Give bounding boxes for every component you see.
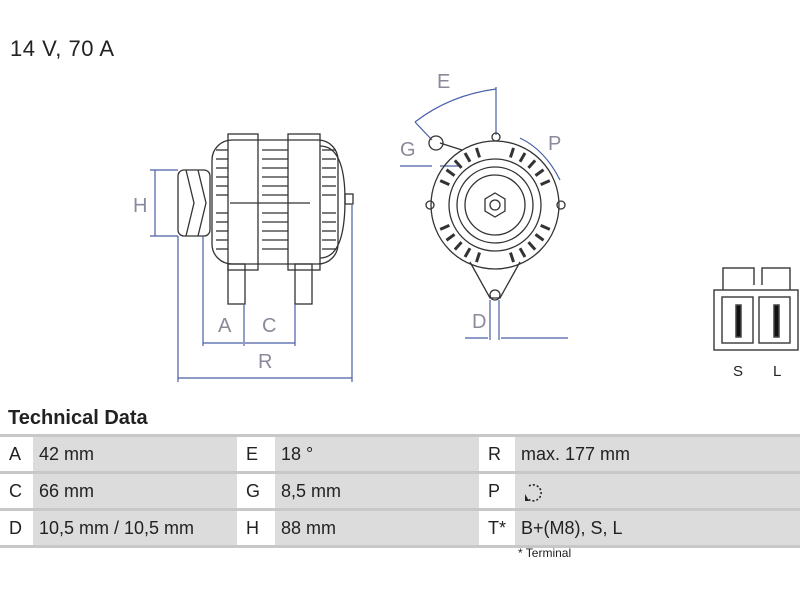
technical-data-table: A 42 mm E 18 ° R max. 177 mm C 66 mm G 8…	[0, 434, 800, 548]
cooling-slot	[439, 223, 450, 231]
cooling-slot	[463, 152, 472, 163]
spec-value: 42 mm	[33, 437, 237, 471]
cooling-slot	[509, 252, 515, 263]
dim-label-r: R	[258, 351, 272, 373]
dim-label-c: C	[262, 315, 276, 337]
spec-key: A	[0, 437, 33, 471]
terminal-stud	[344, 193, 354, 205]
clockwise-rotation-icon	[525, 484, 542, 502]
pulley-grooves	[185, 169, 207, 237]
spec-value: B+(M8), S, L	[515, 511, 800, 545]
spec-key: G	[237, 474, 275, 508]
cooling-slot	[475, 252, 481, 263]
cooling-slots	[439, 147, 551, 263]
cooling-slot	[445, 168, 456, 177]
end-view	[425, 132, 566, 301]
spec-value	[515, 474, 800, 508]
dimension-lines	[150, 87, 568, 382]
connector-diagram	[713, 267, 799, 351]
cooling-slot	[453, 159, 463, 169]
dim-arc-e	[414, 88, 497, 123]
dimension-labels: A C R H E G P D	[133, 71, 561, 373]
connector-housing	[713, 289, 799, 351]
front-housing	[227, 133, 259, 271]
cooling-slot	[445, 233, 456, 242]
spec-key: E	[237, 437, 275, 471]
spec-value: 66 mm	[33, 474, 237, 508]
cooling-slot	[463, 247, 472, 258]
cooling-slot	[534, 168, 545, 177]
dim-label-e: E	[437, 71, 450, 93]
end-housing	[430, 140, 560, 270]
spec-key: H	[237, 511, 275, 545]
cooling-slot	[527, 241, 537, 251]
cooling-slot	[527, 159, 537, 169]
spec-value: max. 177 mm	[515, 437, 800, 471]
rear-foot	[294, 263, 313, 305]
cooling-slot	[540, 223, 551, 231]
spec-key: D	[0, 511, 33, 545]
spec-key: T*	[479, 511, 515, 545]
spec-key: R	[479, 437, 515, 471]
connector-label-s: S	[733, 363, 743, 380]
side-view	[177, 133, 354, 305]
table-row: A 42 mm E 18 ° R max. 177 mm	[0, 437, 800, 474]
dim-label-g: G	[400, 139, 416, 161]
dim-label-a: A	[218, 315, 232, 337]
cooling-fins	[216, 149, 336, 250]
dim-label-d: D	[472, 311, 486, 333]
spec-key: P	[479, 474, 515, 508]
alternator-body	[211, 139, 339, 265]
connector-label-l: L	[773, 363, 781, 380]
alternator-drawing: A C R H E G P D S L	[133, 71, 799, 382]
spec-value: 18 °	[275, 437, 479, 471]
shaft-nut	[484, 192, 506, 218]
dim-label-h: H	[133, 195, 147, 217]
rear-housing	[287, 133, 321, 271]
product-title: 14 V, 70 A	[10, 36, 115, 61]
rear-cover	[319, 145, 346, 259]
mount-hole-top	[428, 135, 444, 151]
footnote: * Terminal	[518, 546, 572, 560]
table-row: D 10,5 mm / 10,5 mm H 88 mm T* B+(M8), S…	[0, 511, 800, 548]
cooling-slot	[475, 147, 481, 158]
spec-value: 8,5 mm	[275, 474, 479, 508]
dim-label-p: P	[548, 133, 561, 155]
table-row: C 66 mm G 8,5 mm P	[0, 474, 800, 511]
cooling-slot	[509, 147, 515, 158]
cooling-slot	[518, 247, 527, 258]
mount-hole-bottom	[489, 289, 501, 301]
cooling-slot	[439, 179, 450, 187]
spec-value: 10,5 mm / 10,5 mm	[33, 511, 237, 545]
spec-value: 88 mm	[275, 511, 479, 545]
pin-s	[735, 304, 742, 338]
cooling-slot	[518, 152, 527, 163]
pulley	[177, 169, 211, 237]
cooling-slot	[453, 241, 463, 251]
dim-arc-p	[519, 137, 561, 181]
mounting-ears	[439, 142, 521, 299]
pin-l	[773, 304, 780, 338]
cooling-slot	[534, 233, 545, 242]
front-foot	[227, 263, 246, 305]
cooling-slot	[540, 179, 551, 187]
technical-data-heading: Technical Data	[8, 407, 148, 429]
spec-key: C	[0, 474, 33, 508]
